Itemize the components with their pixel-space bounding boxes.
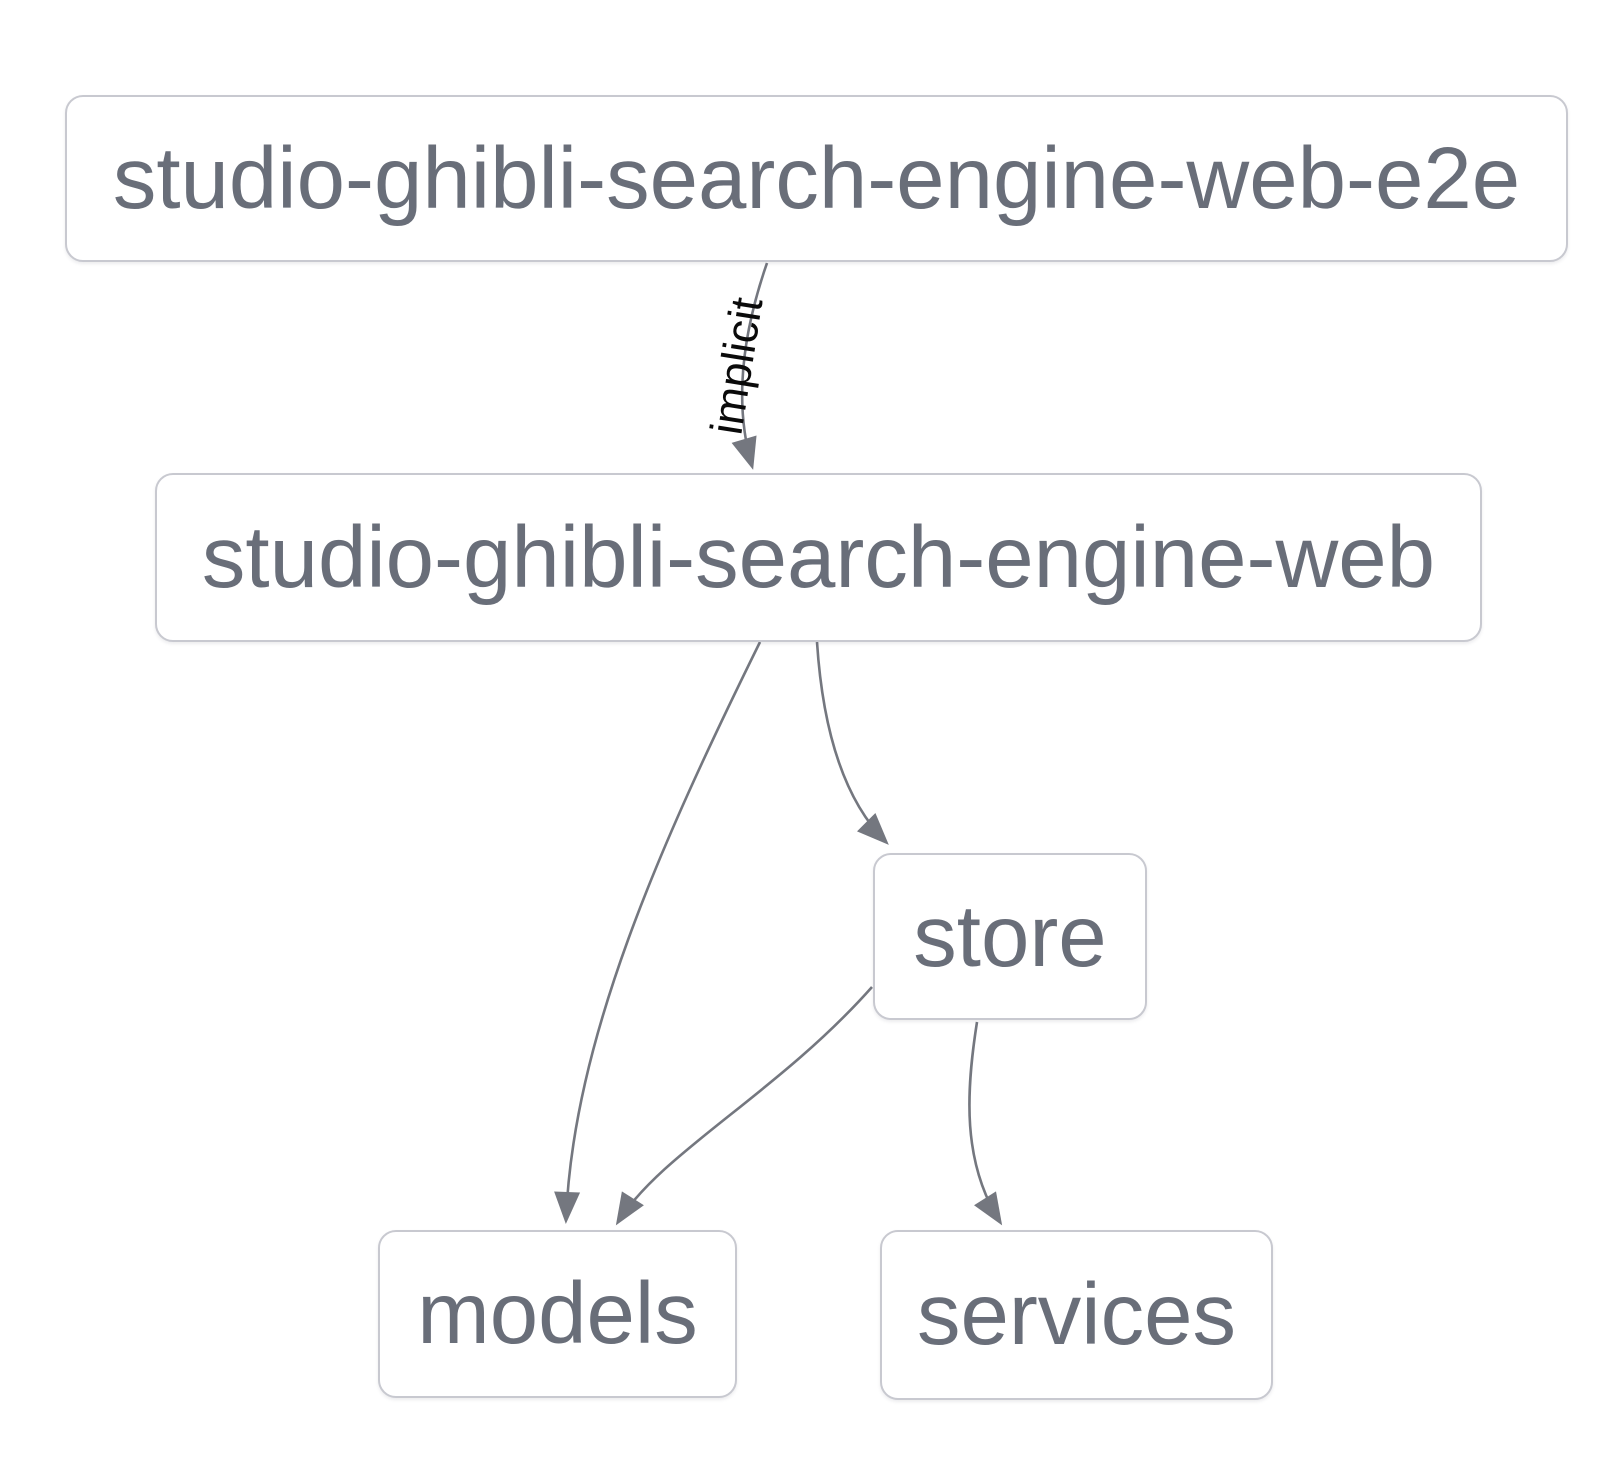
edge-web-to-store[interactable] <box>815 641 889 845</box>
node-services[interactable]: services <box>880 1230 1273 1400</box>
node-label: models <box>417 1265 698 1362</box>
edge-e2e-to-web[interactable] <box>731 262 769 470</box>
node-studio-ghibli-search-engine-web[interactable]: studio-ghibli-search-engine-web <box>155 473 1482 642</box>
node-label: studio-ghibli-search-engine-web-e2e <box>112 129 1521 227</box>
node-studio-ghibli-search-engine-web-e2e[interactable]: studio-ghibli-search-engine-web-e2e <box>65 95 1568 262</box>
edge-store-to-services[interactable] <box>968 1021 1003 1226</box>
edge-web-to-models[interactable] <box>554 641 762 1224</box>
edge-store-to-models[interactable] <box>615 986 873 1226</box>
node-label: studio-ghibli-search-engine-web <box>201 508 1436 606</box>
node-store[interactable]: store <box>873 853 1147 1020</box>
node-label: store <box>913 887 1107 985</box>
node-models[interactable]: models <box>378 1230 737 1398</box>
node-label: services <box>916 1266 1237 1363</box>
